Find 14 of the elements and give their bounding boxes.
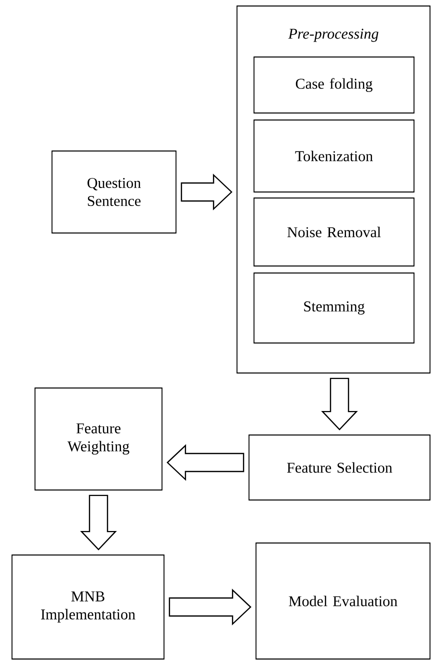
process-box: Tokenization [254, 120, 414, 192]
block-arrow [180, 174, 232, 210]
process-box: Noise Removal [254, 198, 414, 266]
block-arrow [168, 588, 252, 626]
process-box: Stemming [254, 272, 414, 344]
process-box: MNB Implementation [12, 554, 164, 660]
block-arrow [166, 444, 244, 481]
process-box: Feature Weighting [34, 388, 162, 490]
process-box: Model Evaluation [256, 542, 430, 660]
block-arrow [80, 494, 117, 550]
process-box: Feature Selection [248, 434, 430, 500]
process-box: Question Sentence [52, 150, 176, 234]
process-box: Case folding [254, 56, 414, 114]
block-arrow [321, 378, 358, 430]
